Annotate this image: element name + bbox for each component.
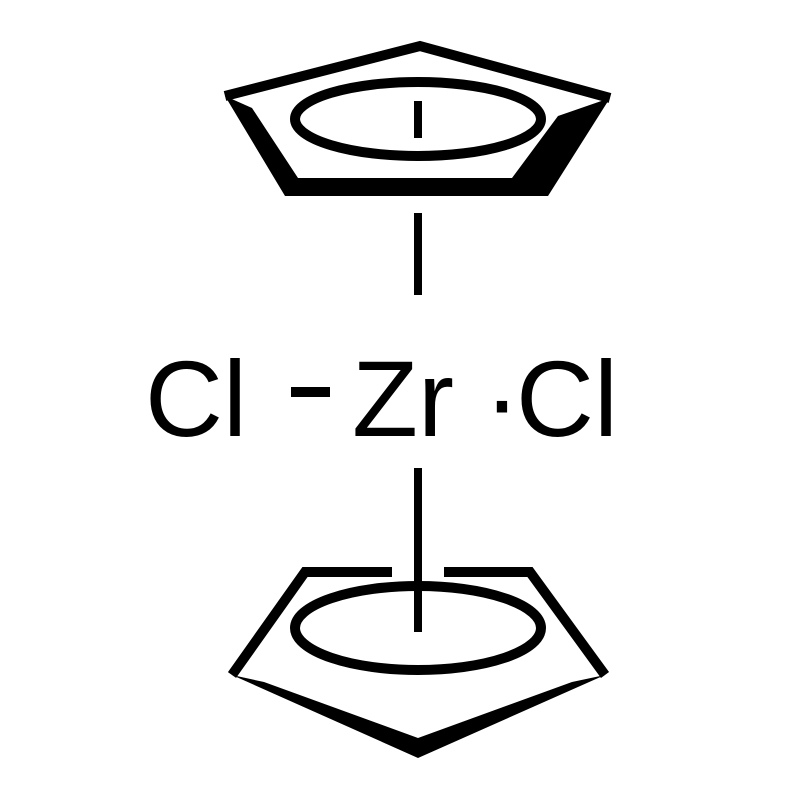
top-ring-back-edge [223, 40, 612, 103]
bottom-ring-right-edge [444, 567, 610, 678]
zirconium-label: Zr [352, 338, 454, 459]
zr-cl-bond-dot: · [484, 338, 520, 459]
top-ring-aromatic-circle [290, 77, 546, 161]
top-cyclopentadienyl-ring [223, 40, 612, 196]
left-chlorine-label: Cl [145, 338, 247, 459]
atom-label-row: Cl Zr · Cl [145, 338, 618, 459]
bottom-ring-front-face [232, 675, 605, 758]
right-chlorine-label: Cl [516, 338, 618, 459]
bottom-ring-left-edge [227, 567, 392, 678]
bottom-cyclopentadienyl-ring [227, 560, 610, 758]
